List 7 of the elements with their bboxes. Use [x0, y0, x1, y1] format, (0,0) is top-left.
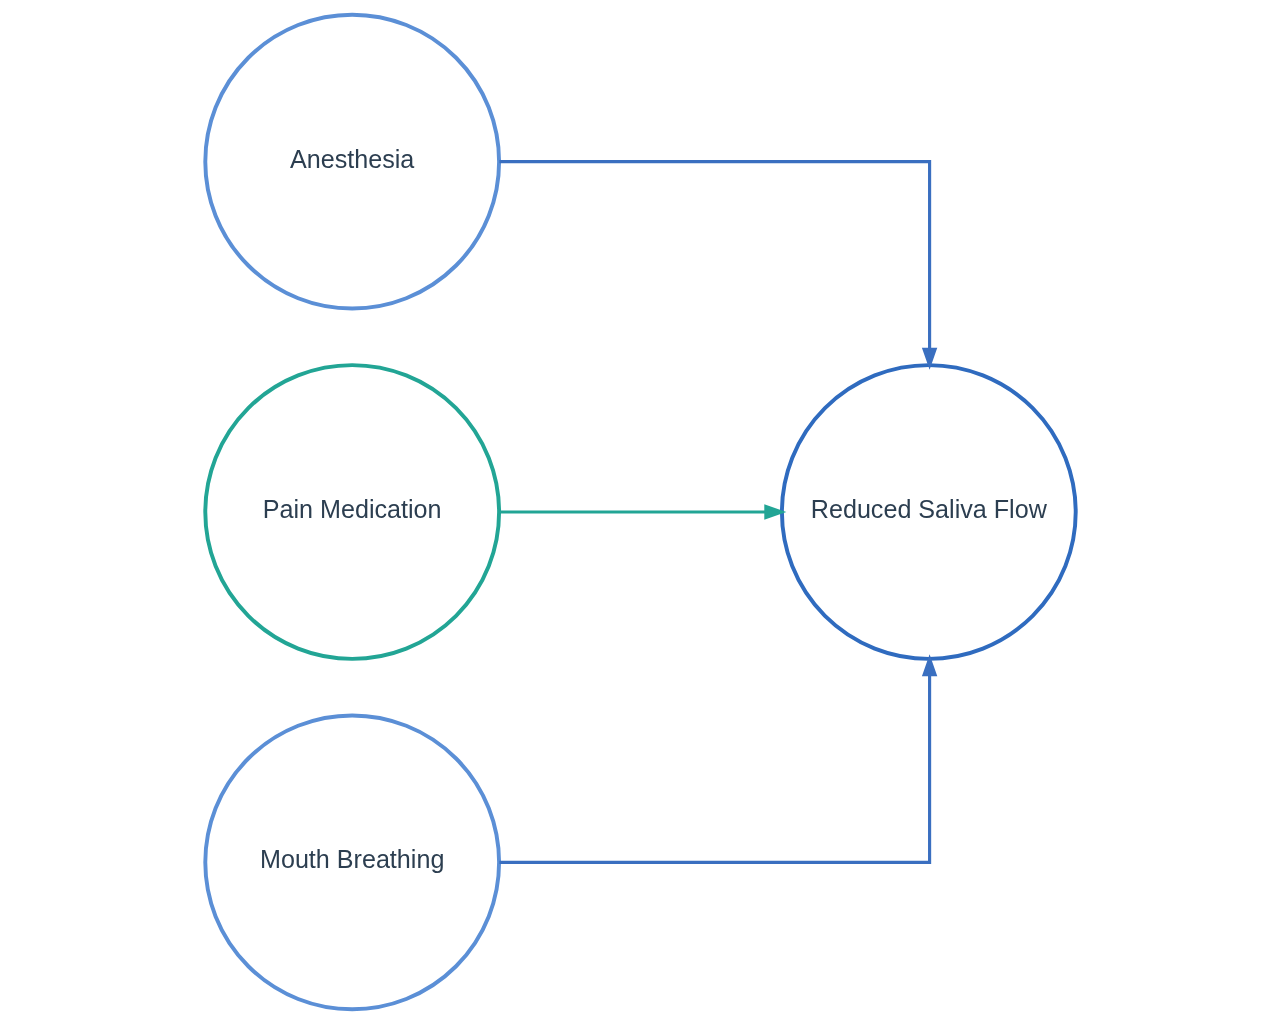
arrow [498, 160, 937, 370]
node-circle: Mouth Breathing [202, 713, 501, 1012]
arrow [498, 654, 937, 864]
node-circle: Anesthesia [202, 12, 501, 311]
node-circle: Pain Medication [202, 363, 501, 661]
arrow [498, 504, 786, 520]
node-circle: Reduced Saliva Flow [779, 363, 1078, 661]
